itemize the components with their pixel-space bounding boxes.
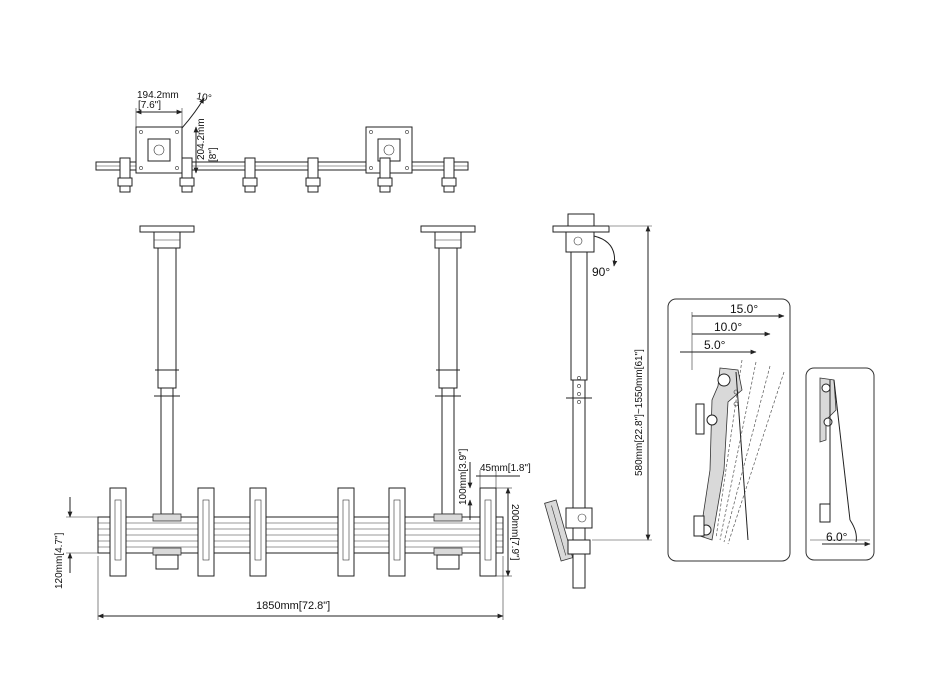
- front-view: 1850mm[72.8"] 120mm[4.7"] 120mm[4.7"] 20…: [54, 225, 531, 620]
- pole-left: [154, 247, 180, 515]
- small-detail: 6.0°: [805, 367, 875, 561]
- ceiling-plate-left: [139, 225, 195, 233]
- top-mount-plate-left: [135, 126, 183, 174]
- top-angle: 10°: [195, 91, 212, 104]
- tilt-detail-frame: [667, 298, 791, 562]
- ceiling-plate-right: [420, 225, 476, 233]
- top-view: 194.2mm [7.6"] 10° 204.2mm [8"]: [95, 90, 469, 193]
- top-height-dim: 204.2mm: [196, 118, 207, 160]
- side-ceiling-plate: [552, 225, 610, 233]
- top-height-dim-in: [8"]: [208, 147, 219, 162]
- side-rotation: 90°: [592, 265, 610, 279]
- side-pole-length: 580mm[22.8"]~1550mm[61"]: [634, 349, 645, 476]
- tilt-angle-15: 15.0°: [730, 302, 758, 316]
- tilt-detail: 15.0° 10.0° 5.0°: [667, 298, 791, 562]
- small-detail-angle: 6.0°: [826, 530, 848, 544]
- front-total-width: 1850mm[72.8"]: [256, 600, 330, 612]
- top-clamps: [117, 157, 457, 193]
- front-height-dim: 120mm[4.7"]: [54, 532, 65, 589]
- top-width-dim: 194.2mm: [137, 90, 179, 101]
- pole-right: [435, 247, 461, 515]
- front-brackets: [109, 487, 497, 577]
- front-bracket-height: 200mm[7.9"]: [509, 504, 520, 561]
- front-rail: [97, 516, 504, 554]
- tilt-angle-10: 10.0°: [714, 320, 742, 334]
- tilt-angle-5: 5.0°: [704, 338, 726, 352]
- top-width-dim-in: [7.6"]: [138, 100, 161, 111]
- front-bracket-width: 45mm[1.8"]: [480, 463, 531, 474]
- front-spacing: 100mm[3.9"]: [458, 448, 469, 505]
- side-view: 90° 580mm[22.8"]~1550mm[61"]: [544, 213, 652, 589]
